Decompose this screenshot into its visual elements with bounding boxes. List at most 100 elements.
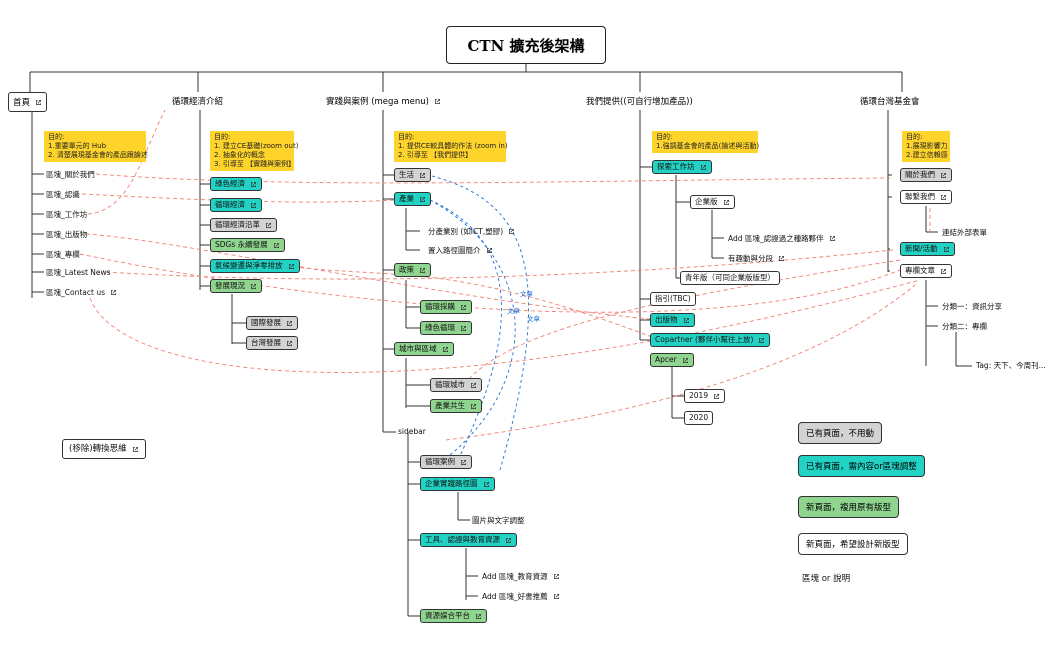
- practice-policy[interactable]: 政策: [394, 263, 431, 277]
- practice-city-sub2[interactable]: 產業共生: [430, 399, 482, 413]
- external-link-icon: [700, 164, 706, 170]
- circular-item-ce-label: 循環經濟: [215, 200, 245, 210]
- practice-industry-label: 產業: [399, 194, 414, 204]
- external-link-icon: [683, 317, 689, 323]
- external-link-icon: [251, 202, 256, 208]
- offer-apcer[interactable]: Apcer: [650, 353, 694, 367]
- home-item-news[interactable]: 區塊_Latest News: [46, 267, 111, 277]
- practice-roadmap[interactable]: 企業實踐路徑圖: [420, 477, 495, 491]
- practice-life-label: 生活: [399, 170, 414, 180]
- home-item-about[interactable]: 區塊_關於我們: [46, 169, 95, 179]
- external-link-icon: [779, 256, 784, 261]
- foundation-column-sub1[interactable]: 分類一：資訊分享: [942, 301, 1002, 311]
- foundation-contact-label: 聯繫我們: [905, 192, 935, 202]
- foundation-column-label: 專欄文章: [905, 266, 935, 276]
- practice-city-sub1[interactable]: 循環城市: [430, 378, 482, 392]
- practice-industry-sub2[interactable]: 置入路徑圖簡介: [426, 245, 495, 256]
- offer-2020[interactable]: 2020: [684, 411, 714, 425]
- practice-roadmap-sub[interactable]: 圖片與文字調整: [472, 515, 525, 525]
- home-item-contact[interactable]: 區塊_Contact us: [44, 287, 119, 298]
- external-link-icon: [759, 337, 765, 343]
- legend-existing-adjust: 已有頁面，需內容or區塊調整: [798, 455, 925, 477]
- practice-policy-sub1-label: 循環採購: [425, 302, 455, 312]
- circular-item-ce[interactable]: 循環經濟: [210, 198, 262, 212]
- circular-item-history[interactable]: 循環經濟沿革: [210, 218, 277, 232]
- offer-guide[interactable]: 指引(TBC): [650, 292, 696, 306]
- external-link-icon: [714, 393, 720, 399]
- offer-youth[interactable]: 青年版（可同企業版版型）: [680, 271, 780, 285]
- home-item-publication[interactable]: 區塊_出版物: [46, 229, 88, 239]
- circular-item-climate[interactable]: 氣候變遷與淨零排放: [210, 259, 300, 273]
- external-link-icon: [111, 290, 116, 295]
- practice-life[interactable]: 生活: [394, 168, 431, 182]
- practice-platform[interactable]: 資源媒合平台: [420, 609, 487, 623]
- external-link-icon: [266, 222, 271, 228]
- practice-industry[interactable]: 產業: [394, 192, 431, 206]
- offer-enterprise-sub1[interactable]: Add 區塊_認證過之種路夥伴: [726, 233, 838, 244]
- external-link-icon: [132, 446, 138, 452]
- external-link-icon: [442, 346, 448, 352]
- offer-enterprise-sub2[interactable]: 有趣動與分段: [726, 253, 787, 264]
- legend-block-note: 區塊 or 說明: [802, 573, 851, 584]
- offer-publication-label: 出版物: [655, 315, 678, 325]
- offer-workshop[interactable]: 探索工作坊: [652, 160, 712, 174]
- note-offer: 目的: 1.強調基金會的產品(論述與活動): [652, 131, 759, 153]
- home-item-workshop[interactable]: 區塊_工作坊: [46, 209, 88, 219]
- external-link-icon: [251, 283, 256, 289]
- home-item-column[interactable]: 區塊_專欄: [46, 249, 80, 259]
- foundation-column-sub2[interactable]: 分類二：專欄: [942, 321, 987, 331]
- foundation-news[interactable]: 新聞/活動: [900, 242, 955, 256]
- header-home-label: 首頁: [13, 98, 31, 108]
- external-link-icon: [723, 199, 729, 205]
- practice-case[interactable]: 循環案例: [420, 455, 472, 469]
- practice-case-label: 循環案例: [425, 457, 455, 467]
- offer-enterprise-label: 企業版: [695, 197, 718, 207]
- foundation-contact[interactable]: 聯繫我們: [900, 190, 952, 204]
- header-foundation[interactable]: 循環台灣基金會: [860, 97, 920, 107]
- practice-policy-sub2-label: 綠色循環: [425, 323, 455, 333]
- practice-policy-sub1[interactable]: 循環採購: [420, 300, 472, 314]
- home-item-intro[interactable]: 區塊_認識: [46, 189, 80, 199]
- practice-tools-sub2[interactable]: Add 區塊_好書推薦: [480, 591, 562, 602]
- practice-tools-sub1-label: Add 區塊_教育資源: [482, 571, 548, 581]
- foundation-column[interactable]: 專欄文章: [900, 264, 952, 278]
- header-home[interactable]: 首頁: [8, 92, 48, 112]
- foundation-contact-sub[interactable]: 連結外部表單: [942, 227, 987, 237]
- practice-city[interactable]: 城市與區域: [394, 342, 454, 356]
- practice-tools-label: 工具、認證與教育資源: [425, 535, 500, 545]
- foundation-about[interactable]: 關於我們: [900, 168, 952, 182]
- practice-industry-sub1[interactable]: 分產業別 (如ICT,塑膠): [426, 226, 517, 237]
- practice-policy-label: 政策: [399, 265, 414, 275]
- legend-existing-no-change: 已有頁面，不用動: [798, 422, 883, 444]
- foundation-about-label: 關於我們: [905, 170, 935, 180]
- practice-roadmap-label: 企業實踐路徑圖: [425, 479, 478, 489]
- circular-item-green[interactable]: 綠色經濟: [210, 177, 262, 191]
- practice-industry-sub1-label: 分產業別 (如ICT,塑膠): [428, 226, 504, 236]
- practice-tools[interactable]: 工具、認證與教育資源: [420, 533, 517, 547]
- external-link-icon: [288, 263, 294, 269]
- header-offer[interactable]: 我們提供((可自行增加產品)): [586, 97, 693, 107]
- practice-tools-sub1[interactable]: Add 區塊_教育資源: [480, 571, 562, 582]
- header-circular[interactable]: 循環經濟介紹: [172, 97, 224, 107]
- foundation-news-label: 新聞/活動: [905, 244, 938, 254]
- circular-item-history-label: 循環經濟沿革: [215, 220, 260, 230]
- practice-city-sub2-label: 產業共生: [435, 401, 465, 411]
- removed-mindset[interactable]: (移除)轉換思維: [62, 439, 146, 459]
- foundation-tag[interactable]: Tag: 天下、今周刊...: [976, 360, 1046, 370]
- practice-platform-label: 資源媒合平台: [425, 611, 470, 621]
- practice-policy-sub2[interactable]: 綠色循環: [420, 321, 472, 335]
- offer-2019[interactable]: 2019: [684, 389, 726, 403]
- offer-copartner[interactable]: Copartner (夥伴小幫往上放): [650, 333, 771, 347]
- circular-item-status[interactable]: 發展現況: [210, 279, 262, 293]
- offer-publication[interactable]: 出版物: [650, 313, 695, 327]
- circular-sub-international[interactable]: 國際發展: [246, 316, 298, 330]
- practice-city-sub1-label: 循環城市: [435, 380, 465, 390]
- circular-item-sdgs[interactable]: SDGs 永續發展: [210, 238, 285, 252]
- offer-enterprise[interactable]: 企業版: [690, 195, 735, 209]
- header-practice[interactable]: 實踐與案例 (mega menu): [326, 92, 441, 110]
- circular-sub-taiwan[interactable]: 台灣發展: [246, 336, 298, 350]
- offer-copartner-label: Copartner (夥伴小幫往上放): [655, 335, 754, 345]
- edge-label-article: 文章: [527, 315, 540, 323]
- circular-sub-taiwan-label: 台灣發展: [251, 338, 281, 348]
- note-practice: 目的: 1. 提供CE較具體的作法 (zoom in) 2. 引導至 【我們提供…: [394, 131, 508, 162]
